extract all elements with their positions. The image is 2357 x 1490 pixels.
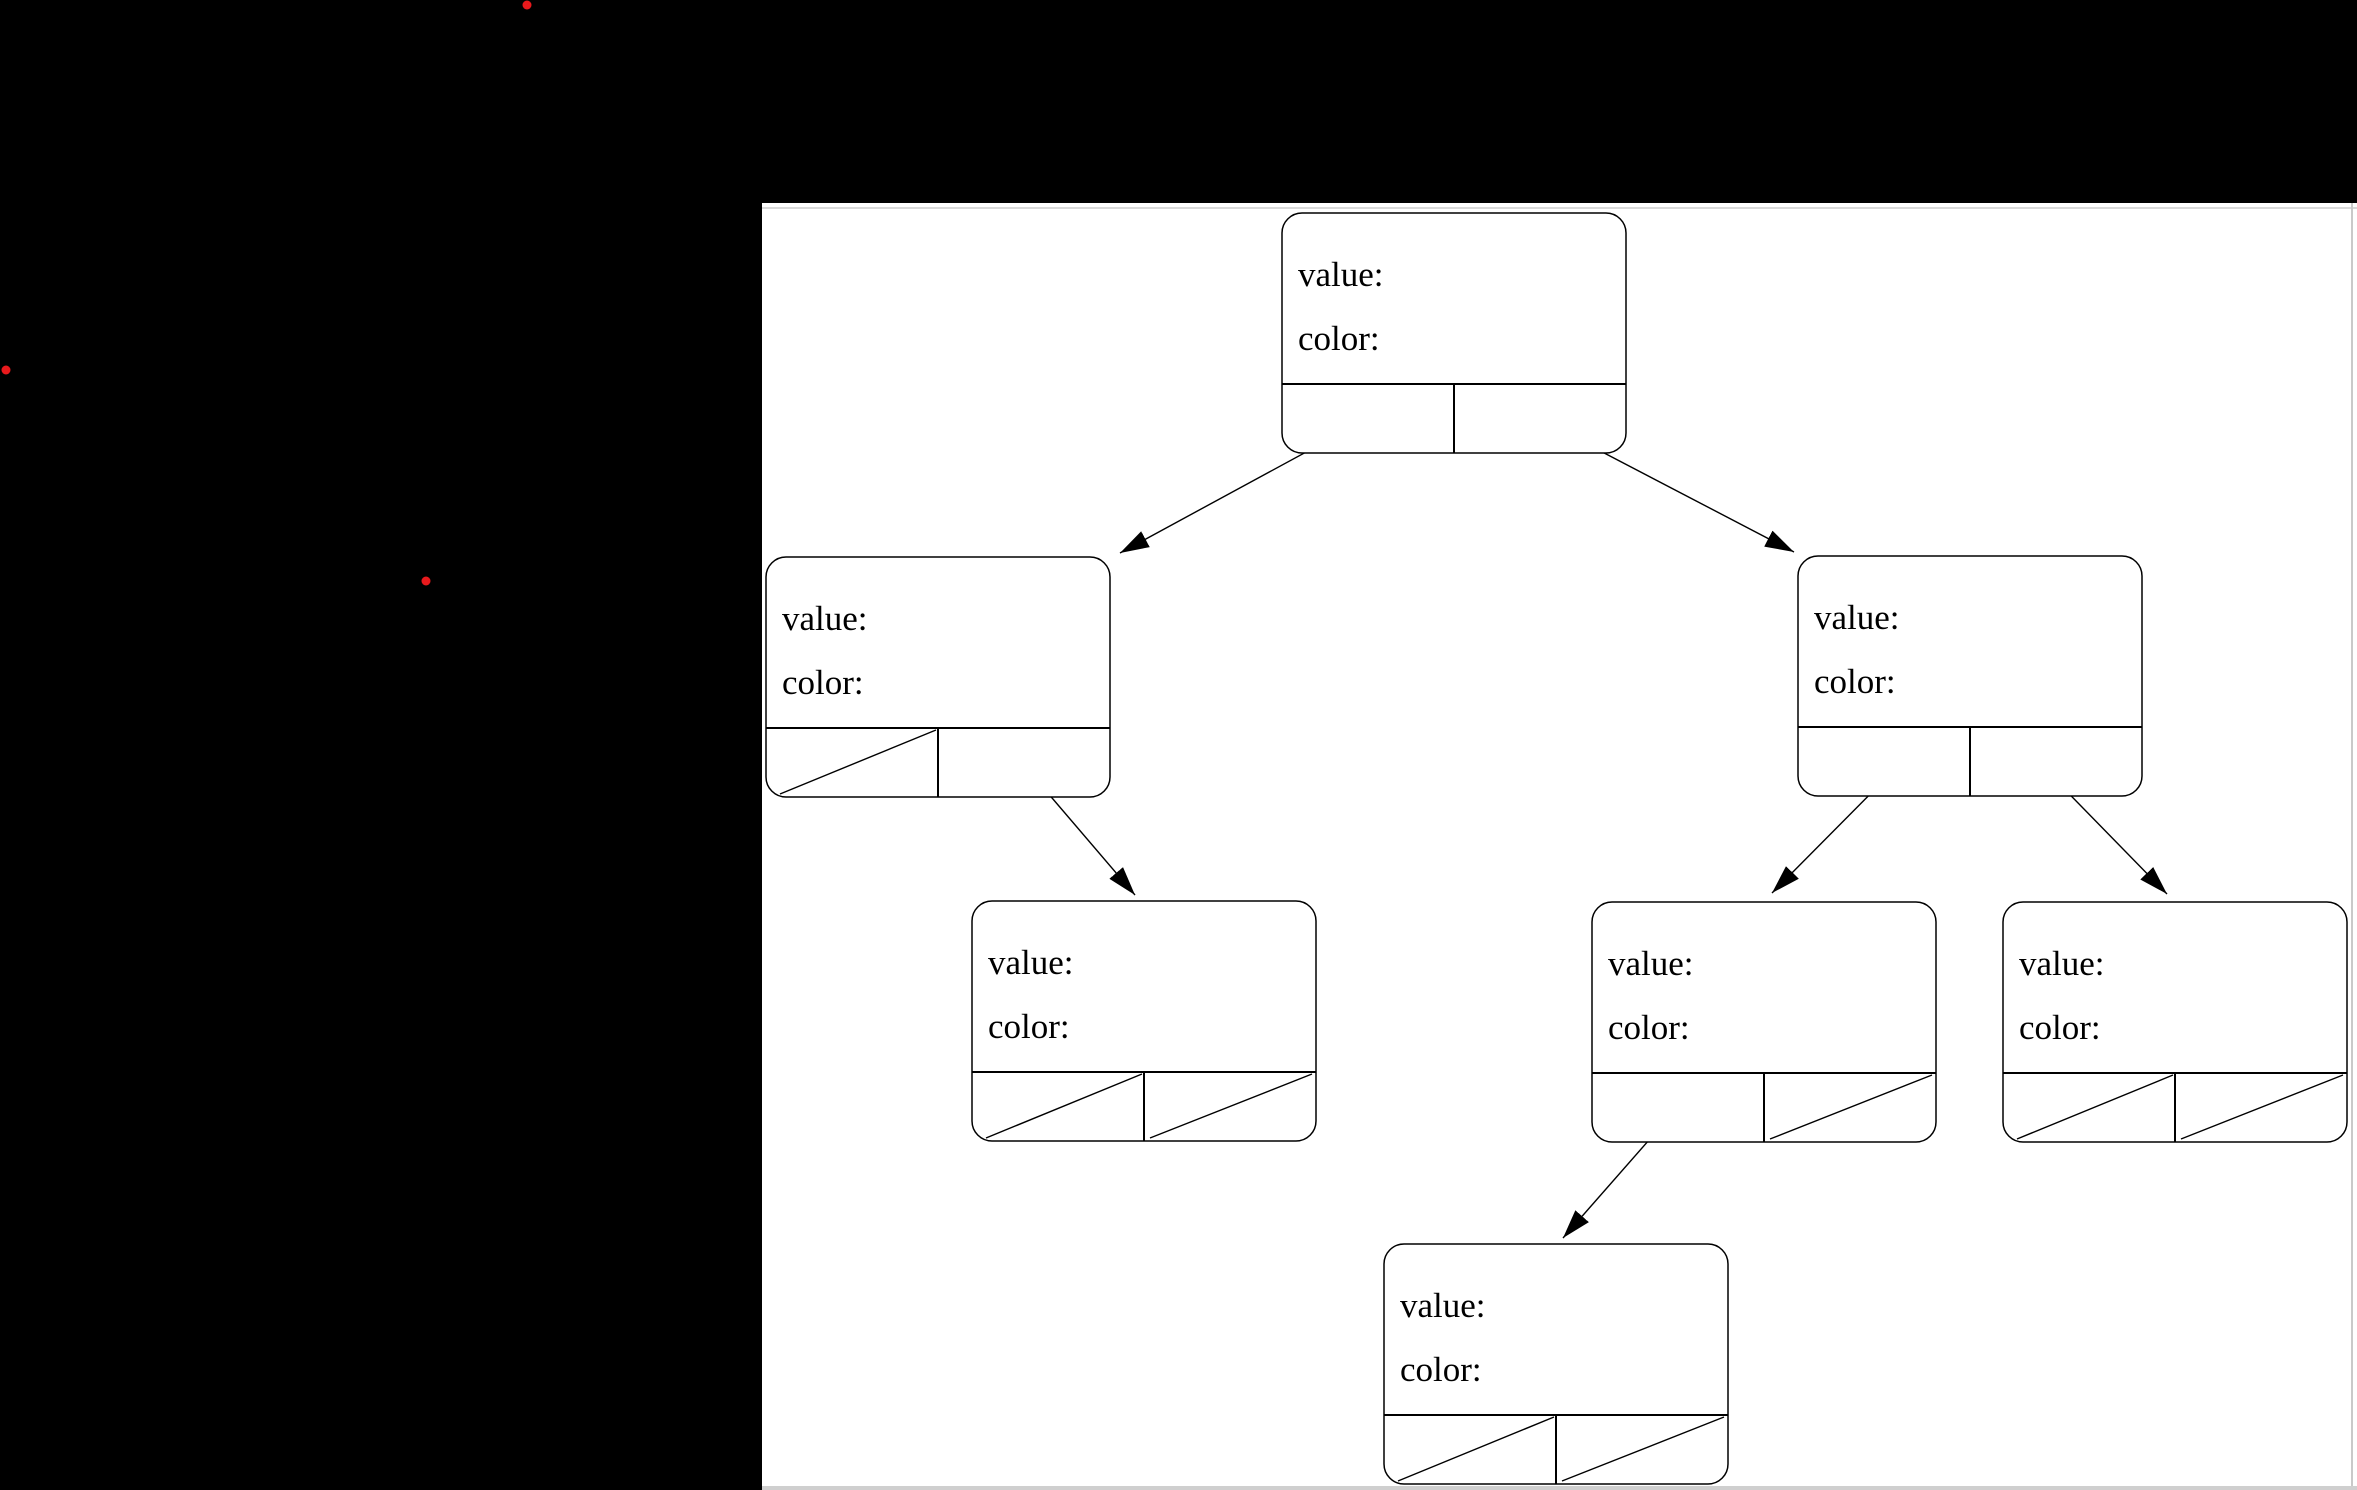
node-middle-grandchild-value-label: value: xyxy=(1608,944,1694,983)
null-slash-right xyxy=(1769,1074,1933,1140)
null-slash-left xyxy=(779,729,937,795)
node-great-grandchild-value-label: value: xyxy=(1400,1286,1486,1325)
tree-node-right-grandchild xyxy=(2002,901,2348,1143)
node-root-color-label: color: xyxy=(1298,319,1380,358)
node-right-child-color-label: color: xyxy=(1814,662,1896,701)
panel-bottom-bar xyxy=(762,1486,2357,1490)
node-great-grandchild-color-label: color: xyxy=(1400,1350,1482,1389)
tree-node-left-grandchild xyxy=(971,900,1317,1142)
red-dot-1 xyxy=(522,0,532,10)
tree-node-right-child xyxy=(1797,555,2143,797)
node-right-grandchild-value-label: value: xyxy=(2019,944,2105,983)
tree-node-great-grandchild xyxy=(1383,1243,1729,1485)
red-dot-2 xyxy=(1,365,11,375)
null-slash-left xyxy=(2016,1074,2174,1140)
null-slash-right xyxy=(2180,1074,2344,1140)
null-slash-left xyxy=(985,1073,1143,1139)
null-slash-right xyxy=(1149,1073,1313,1139)
tree-node-root xyxy=(1281,212,1627,454)
tree-node-left-child xyxy=(765,556,1111,798)
node-right-grandchild-color-label: color: xyxy=(2019,1008,2101,1047)
red-dot-3 xyxy=(421,576,431,586)
node-left-grandchild-value-label: value: xyxy=(988,943,1074,982)
node-right-child-value-label: value: xyxy=(1814,598,1900,637)
node-left-child-color-label: color: xyxy=(782,663,864,702)
node-left-grandchild-color-label: color: xyxy=(988,1007,1070,1046)
tree-node-middle-grandchild xyxy=(1591,901,1937,1143)
node-left-child-value-label: value: xyxy=(782,599,868,638)
node-middle-grandchild-color-label: color: xyxy=(1608,1008,1690,1047)
null-slash-left xyxy=(1397,1416,1555,1482)
node-root-value-label: value: xyxy=(1298,255,1384,294)
null-slash-right xyxy=(1561,1416,1725,1482)
